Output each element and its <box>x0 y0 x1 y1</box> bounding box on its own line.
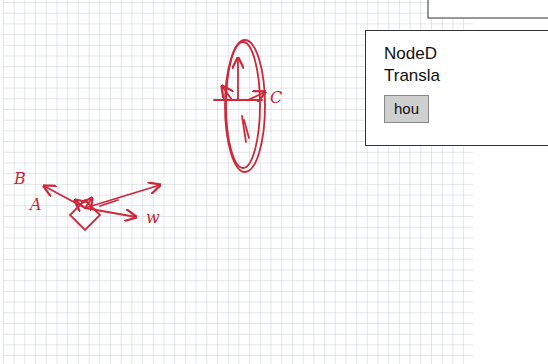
point-label: B <box>14 171 26 187</box>
point-label: w <box>146 210 160 226</box>
panel-text: Transla <box>384 65 536 87</box>
gray-button: hou <box>384 95 429 123</box>
panel-text: NodeD <box>384 43 536 65</box>
point-label: C <box>270 90 282 106</box>
point-label: A <box>30 197 42 213</box>
info-panel: NodeDTransla hou <box>365 30 548 146</box>
button-text: hou <box>394 99 419 119</box>
